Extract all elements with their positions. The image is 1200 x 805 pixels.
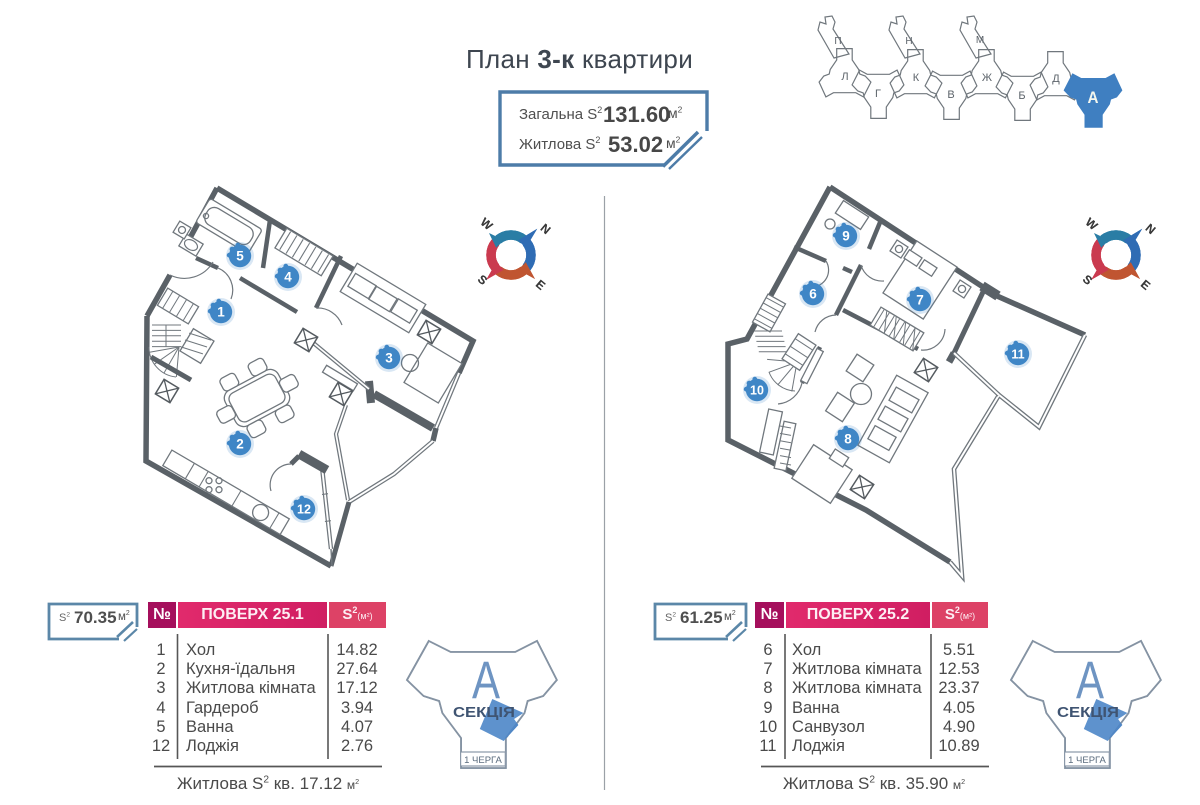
svg-text:В: В (947, 89, 954, 101)
svg-text:3: 3 (385, 351, 393, 366)
svg-text:5: 5 (236, 249, 244, 264)
svg-text:А: А (1076, 651, 1105, 710)
svg-text:А: А (1088, 88, 1099, 107)
svg-text:Д: Д (1052, 73, 1060, 85)
svg-text:E: E (533, 277, 548, 293)
svg-text:S: S (1080, 272, 1095, 288)
svg-text:1 ЧЕРГА: 1 ЧЕРГА (1068, 755, 1106, 766)
svg-text:К: К (913, 72, 920, 84)
svg-text:2: 2 (236, 437, 244, 452)
svg-text:М: М (976, 35, 984, 46)
svg-text:8: 8 (844, 432, 852, 447)
svg-text:10: 10 (750, 384, 764, 398)
svg-text:W: W (1083, 215, 1101, 233)
svg-text:12: 12 (297, 503, 311, 517)
svg-text:4: 4 (284, 270, 292, 285)
svg-text:А: А (472, 651, 501, 710)
svg-text:N: N (1143, 221, 1159, 237)
svg-text:СЕКЦІЯ: СЕКЦІЯ (1057, 705, 1119, 721)
svg-text:Л: Л (841, 71, 848, 83)
svg-text:Б: Б (1018, 90, 1025, 102)
svg-text:9: 9 (842, 229, 850, 244)
svg-text:6: 6 (809, 287, 817, 302)
svg-text:П: П (834, 36, 841, 47)
svg-text:Н: Н (905, 36, 912, 47)
svg-text:1: 1 (217, 305, 225, 320)
svg-text:E: E (1138, 277, 1153, 293)
svg-text:7: 7 (916, 293, 924, 308)
svg-text:1 ЧЕРГА: 1 ЧЕРГА (464, 755, 502, 766)
svg-text:S: S (475, 272, 490, 288)
svg-text:Ж: Ж (982, 72, 992, 84)
svg-text:N: N (538, 221, 554, 237)
svg-text:СЕКЦІЯ: СЕКЦІЯ (453, 705, 515, 721)
svg-text:11: 11 (1011, 348, 1024, 362)
svg-text:W: W (478, 215, 496, 233)
svg-text:Г: Г (875, 88, 881, 100)
